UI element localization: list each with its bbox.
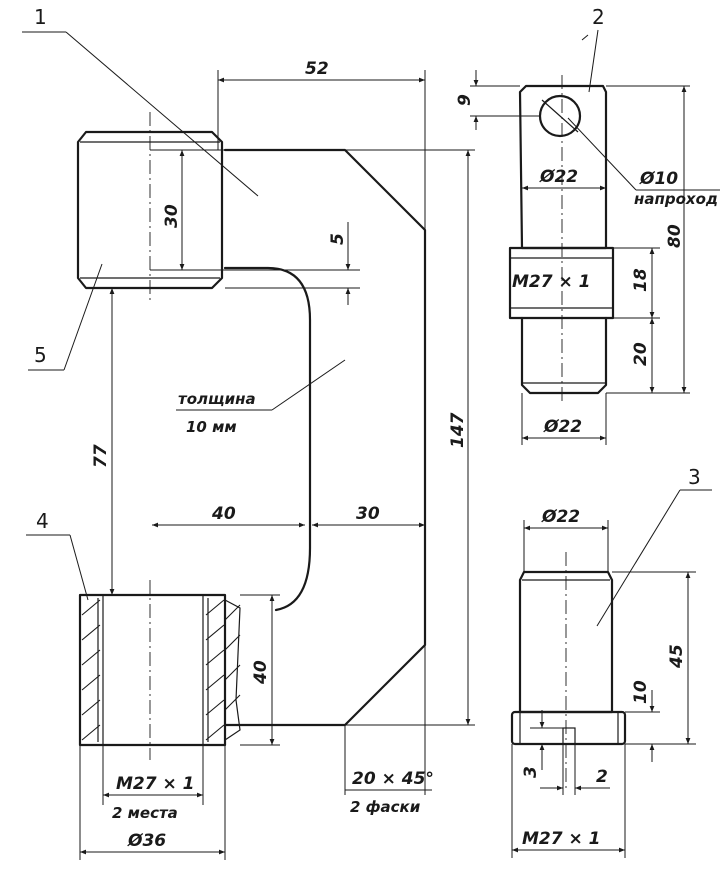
dim-2: 2 <box>596 767 608 787</box>
section-hatching <box>81 599 241 741</box>
thread-label-part4: M27 × 1 <box>116 774 194 794</box>
thread-label-part3: M27 × 1 <box>522 829 600 849</box>
dim-40-vertical: 40 <box>251 660 271 685</box>
part-label-4: 4 <box>36 509 49 533</box>
dim-5: 5 <box>328 233 348 245</box>
dim-45: 45 <box>667 644 687 669</box>
thread-places-note: 2 места <box>112 804 178 822</box>
dim-9: 9 <box>455 94 475 106</box>
part-label-2: 2 <box>592 5 605 29</box>
dim-20: 20 <box>631 342 651 366</box>
thickness-note-line1: толщина <box>178 390 256 408</box>
dim-80: 80 <box>665 224 685 248</box>
leader-lines <box>22 29 720 627</box>
part2-view <box>508 75 615 405</box>
top-stud <box>76 112 224 300</box>
part-label-5: 5 <box>34 343 47 367</box>
dim-18: 18 <box>631 268 651 292</box>
dim-52: 52 <box>305 59 329 79</box>
thickness-note-line2: 10 мм <box>186 418 237 436</box>
bottom-nut-section <box>78 580 241 760</box>
dim-hole-10: Ø10 <box>639 169 678 189</box>
dim-147: 147 <box>448 412 468 448</box>
dim-36: Ø36 <box>127 831 166 851</box>
through-hole-note: напроход <box>634 190 718 208</box>
bracket-body <box>223 148 427 727</box>
dimension-lines <box>79 70 696 860</box>
dim-3: 3 <box>521 766 541 778</box>
dim-30-horizontal: 30 <box>356 504 380 524</box>
dim-77: 77 <box>91 444 111 468</box>
part3-view <box>510 552 627 790</box>
chamfer-note-line1: 20 × 45° <box>352 769 434 789</box>
dim-40-horizontal: 40 <box>211 504 236 524</box>
part-label-3: 3 <box>688 465 701 489</box>
dim-22-part3: Ø22 <box>541 507 580 527</box>
chamfer-note-line2: 2 фаски <box>350 798 421 816</box>
dim-30-left: 30 <box>162 204 182 228</box>
part-label-1: 1 <box>34 5 47 29</box>
thread-label-part2: M27 × 1 <box>512 272 590 292</box>
dim-22-top: Ø22 <box>539 167 578 187</box>
dim-10-part3: 10 <box>631 680 651 704</box>
dim-22-mid: Ø22 <box>543 417 582 437</box>
